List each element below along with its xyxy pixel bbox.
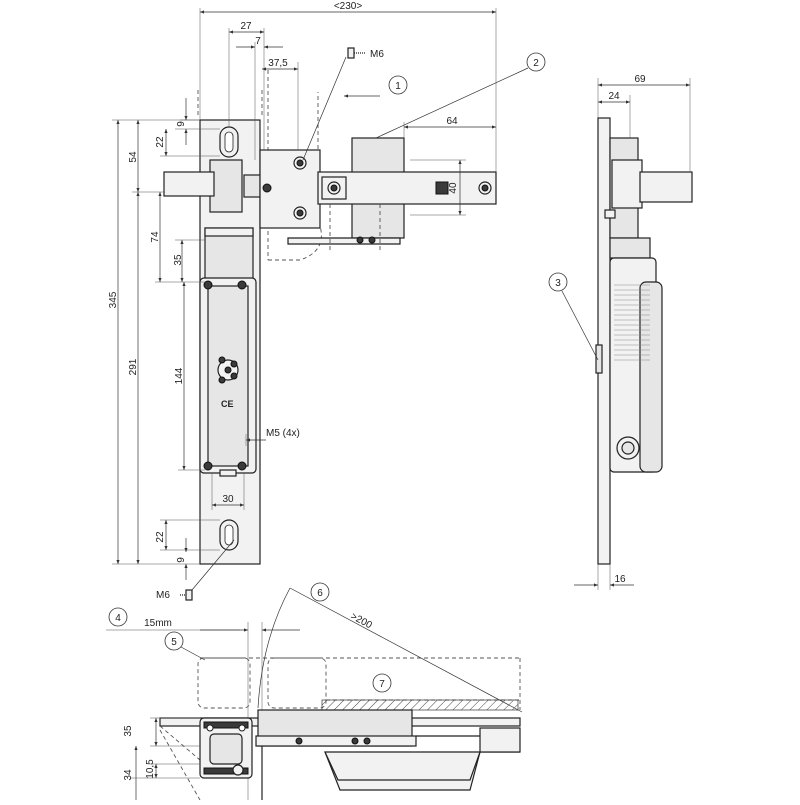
dim-15mm: 15mm <box>144 618 172 629</box>
dim-10-5: 10,5 <box>145 759 156 779</box>
dim-16: 16 <box>614 574 626 585</box>
dim-37-5: 37,5 <box>268 58 288 69</box>
label-m5: M5 (4x) <box>266 428 300 439</box>
side-grille <box>614 284 650 361</box>
svg-text:4: 4 <box>115 613 121 624</box>
dim-24: 24 <box>608 91 620 102</box>
m6-screw-icon <box>347 47 355 59</box>
side-view: 69 24 16 3 <box>548 74 693 590</box>
dim-22-top: 22 <box>155 136 166 148</box>
callout-6 <box>310 582 330 602</box>
front-view: CE <230> 27 7 37,5 M6 1 2 <box>108 1 546 601</box>
dim-7: 7 <box>255 36 261 47</box>
door-panel-hatch <box>321 699 519 711</box>
svg-text:6: 6 <box>317 588 323 599</box>
switch-upper-block <box>204 227 254 281</box>
dim-291: 291 <box>128 358 139 375</box>
svg-text:2: 2 <box>533 58 539 69</box>
screw-hole <box>262 183 272 193</box>
door-frame-outline <box>197 70 322 261</box>
dim-9-bottom: 9 <box>176 557 187 563</box>
dim-overall-width: <230> <box>334 1 363 12</box>
svg-text:1: 1 <box>395 81 401 92</box>
svg-text:7: 7 <box>379 679 385 690</box>
dim-69: 69 <box>634 74 646 85</box>
callout-7 <box>372 673 392 693</box>
dim-35-bottom: 35 <box>123 725 134 737</box>
dim-54: 54 <box>128 151 139 163</box>
side-plate <box>597 117 611 565</box>
ce-mark: CE <box>221 399 234 409</box>
callout-4 <box>108 607 128 627</box>
dim-34: 34 <box>123 769 134 781</box>
svg-text:3: 3 <box>555 278 561 289</box>
bolt-tongue <box>163 171 215 197</box>
callout-1 <box>388 75 408 95</box>
dim-greater-200: >200 <box>349 611 374 631</box>
dim-64: 64 <box>446 116 458 127</box>
dim-30: 30 <box>222 494 234 505</box>
dim-345: 345 <box>108 291 119 308</box>
label-m6-bottom: M6 <box>156 590 170 601</box>
dim-27: 27 <box>240 21 252 32</box>
dim-9-top: 9 <box>176 121 187 127</box>
dim-35: 35 <box>173 254 184 266</box>
callout-5 <box>164 631 184 651</box>
dim-40: 40 <box>448 182 459 194</box>
m6-screw-icon <box>185 589 193 601</box>
bottom-view: 4 15mm 5 6 >200 7 <box>106 582 523 801</box>
side-bolt <box>639 171 693 203</box>
dim-74: 74 <box>150 231 161 243</box>
label-m6-top: M6 <box>370 49 384 60</box>
svg-text:5: 5 <box>171 637 177 648</box>
callout-3 <box>548 272 568 292</box>
callout-2 <box>526 52 546 72</box>
bolt-housing <box>209 159 243 213</box>
dim-22-bottom: 22 <box>155 531 166 543</box>
dim-144: 144 <box>174 367 185 384</box>
